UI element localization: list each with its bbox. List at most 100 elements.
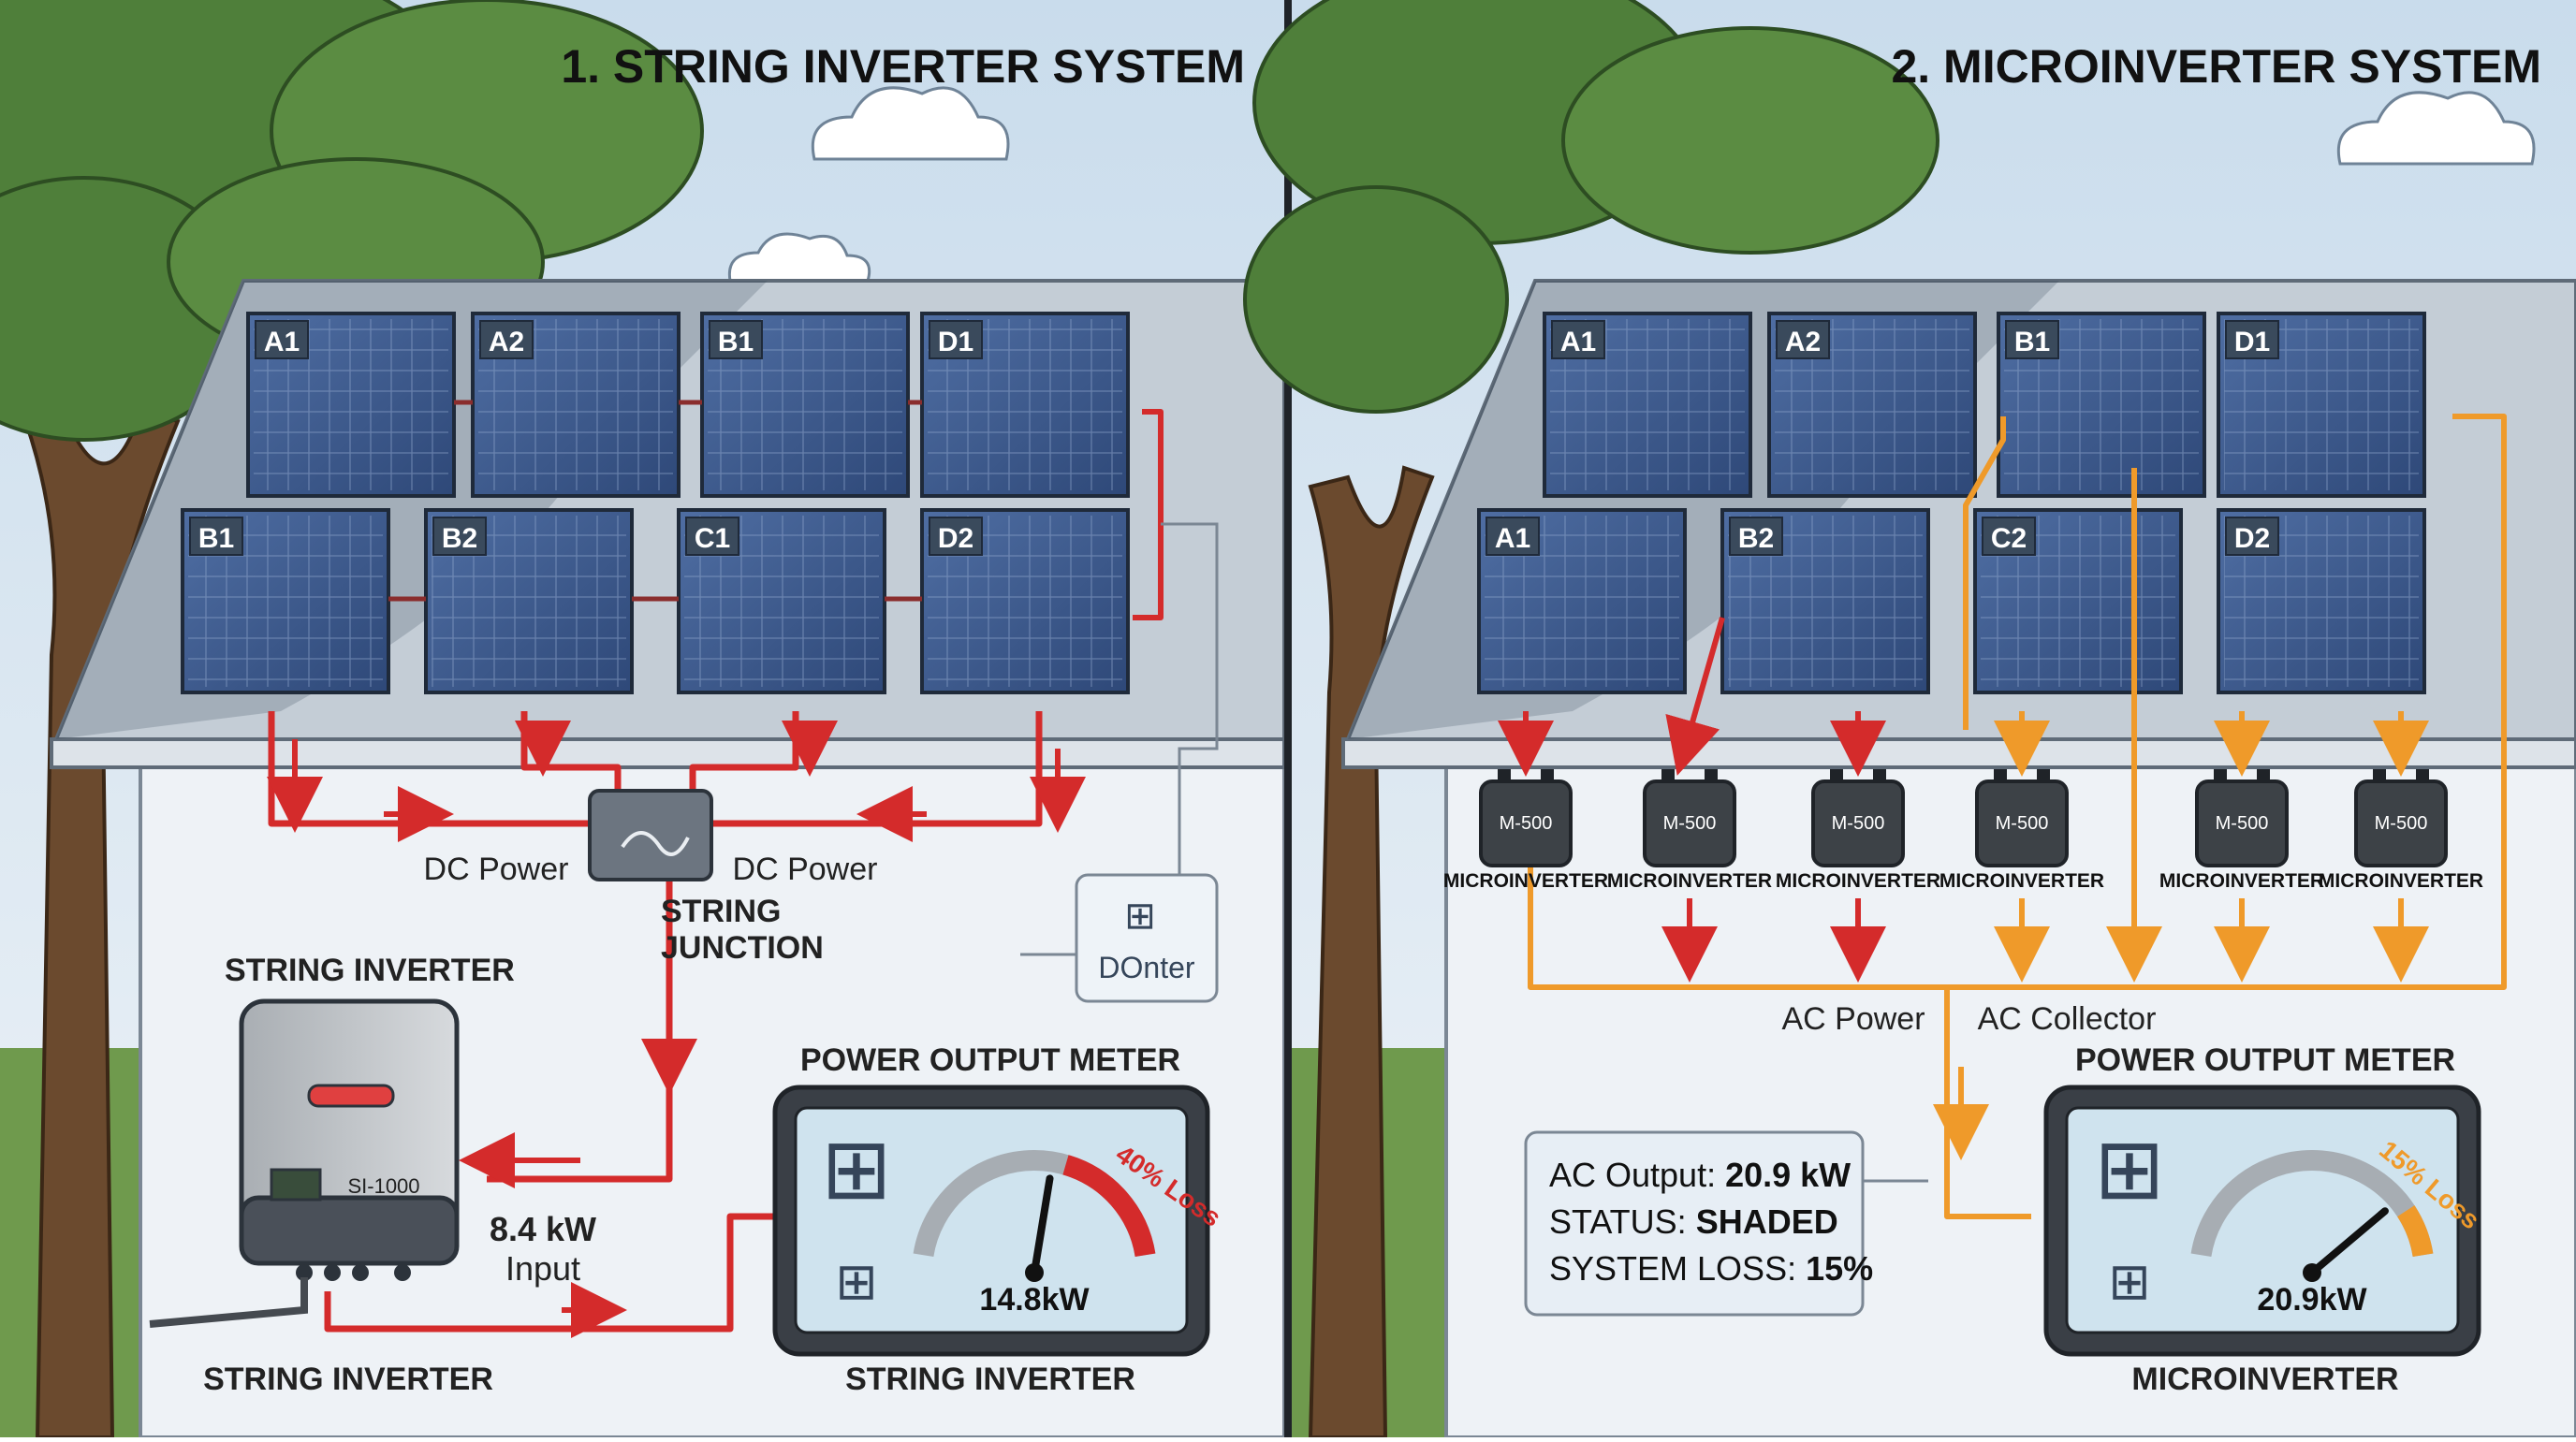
meter-title-right: POWER OUTPUT METER: [2075, 1042, 2455, 1078]
solar-panel: D2: [2217, 508, 2426, 694]
info-line-2: STATUS: SHADED: [1549, 1202, 1838, 1241]
solar-panel: B2: [1720, 508, 1930, 694]
gauge-loss-arc: [2396, 1205, 2434, 1258]
dc-arrows: [267, 721, 1086, 1338]
micro-model: M-500: [1500, 813, 1553, 834]
solar-panel: A1: [1477, 508, 1687, 694]
input-value: 8.4 kW: [490, 1210, 596, 1248]
panel-label: A2: [1785, 327, 1821, 357]
solar-panel: B2: [424, 508, 634, 694]
status-info-box: AC Output: 20.9 kW STATUS: SHADED SYSTEM…: [1524, 1130, 1873, 1317]
solar-panel: D1: [2217, 312, 2426, 498]
tower-icon: ⊞: [2108, 1254, 2150, 1310]
tree: [1243, 0, 1939, 1439]
solar-panel: A2: [1767, 312, 1977, 498]
micro-label: MICROINVERTER: [1443, 870, 1608, 892]
panel-label: B2: [442, 523, 477, 554]
micro-model: M-500: [2216, 813, 2269, 834]
tower-icon: ⊞: [2094, 1123, 2164, 1216]
micro-label: MICROINVERTER: [1776, 870, 1940, 892]
micro-label: MICROINVERTER: [2159, 870, 2324, 892]
dc-power-label-right: DC Power: [733, 852, 878, 887]
tower-icon: ⊞: [835, 1254, 877, 1310]
optimizer-box: ⊞ DOnter: [1075, 873, 1219, 1003]
optimizer-label: DOnter: [1098, 951, 1194, 984]
micro-label: MICROINVERTER: [1607, 870, 1772, 892]
panel-label: B1: [198, 523, 234, 554]
junction-label-line2: JUNCTION: [661, 930, 824, 966]
info-line-3: SYSTEM LOSS: 15%: [1549, 1249, 1873, 1288]
panel-label: B1: [2014, 327, 2050, 357]
panel-label: D1: [2234, 327, 2270, 357]
panel-label: C2: [1991, 523, 2027, 554]
panel-label: A1: [1495, 523, 1530, 554]
micro-label: MICROINVERTER: [2319, 870, 2483, 892]
panel-label: B2: [1738, 523, 1774, 554]
tree: [0, 0, 704, 1439]
dc-arrows-right: [1498, 617, 1886, 983]
panel-label: A1: [264, 327, 300, 357]
display-screen: [270, 1168, 322, 1202]
power-output-meter-right: ⊞ ⊞ 15% Loss 20.9kW: [2043, 1085, 2485, 1357]
panel-label: D2: [938, 523, 973, 554]
meter-title-left: POWER OUTPUT METER: [800, 1042, 1180, 1078]
divider: [1284, 0, 1292, 1437]
solar-panel: B1: [1997, 312, 2206, 498]
panel-label: D2: [2234, 523, 2270, 554]
cloud-icon: [2336, 91, 2536, 166]
status-light: [307, 1084, 395, 1108]
bottom-label-left: STRING INVERTER: [203, 1362, 493, 1397]
solar-panel: A1: [1543, 312, 1752, 498]
ac-arrows: [1933, 711, 2429, 1160]
solar-panel: D2: [920, 508, 1130, 694]
ac-wiring: [1528, 414, 2507, 1219]
inverter-model: SI-1000: [347, 1174, 419, 1198]
gauge-needle: [1031, 1174, 1054, 1276]
gauge-needle: [2308, 1207, 2389, 1276]
meter-caption-left: STRING INVERTER: [845, 1362, 1135, 1397]
microinverter-row: M-500MICROINVERTERM-500MICROINVERTERM-50…: [1443, 769, 2483, 892]
panel-label: A1: [1560, 327, 1596, 357]
monitoring-wire: [1161, 522, 1219, 880]
solar-panel: C2: [1973, 508, 2183, 694]
info-line-1: AC Output: 20.9 kW: [1549, 1156, 1851, 1194]
panel-label: B1: [718, 327, 754, 357]
inverter-title: STRING INVERTER: [225, 953, 515, 988]
micro-model: M-500: [1663, 813, 1717, 834]
panel-label: A2: [489, 327, 524, 357]
tower-icon: ⊞: [821, 1123, 891, 1216]
meter-value-right: 20.9kW: [2257, 1282, 2367, 1318]
string-inverter-unit: SI-1000: [239, 998, 460, 1281]
gauge-loss-arc: [1062, 1155, 1156, 1258]
string-junction-box: [588, 789, 713, 881]
meter-value-left: 14.8kW: [979, 1282, 1090, 1318]
panel-label: D1: [938, 327, 973, 357]
solar-panel: B1: [181, 508, 390, 694]
micro-label: MICROINVERTER: [1939, 870, 2104, 892]
right-title: 2. MICROINVERTER SYSTEM: [1891, 40, 2541, 93]
dc-power-label-left: DC Power: [424, 852, 569, 887]
solar-panel: C1: [677, 508, 886, 694]
junction-label-line1: STRING: [661, 894, 781, 929]
solar-panel: A1: [246, 312, 456, 498]
panel-label: C1: [695, 523, 730, 554]
tower-icon: ⊞: [1124, 896, 1156, 937]
gutter: [50, 737, 1286, 769]
micro-model: M-500: [2375, 813, 2428, 834]
micro-model: M-500: [1832, 813, 1885, 834]
solar-panel: D1: [920, 312, 1130, 498]
ac-collector-label: AC Collector: [1978, 1001, 2157, 1037]
solar-panel: A2: [471, 312, 681, 498]
